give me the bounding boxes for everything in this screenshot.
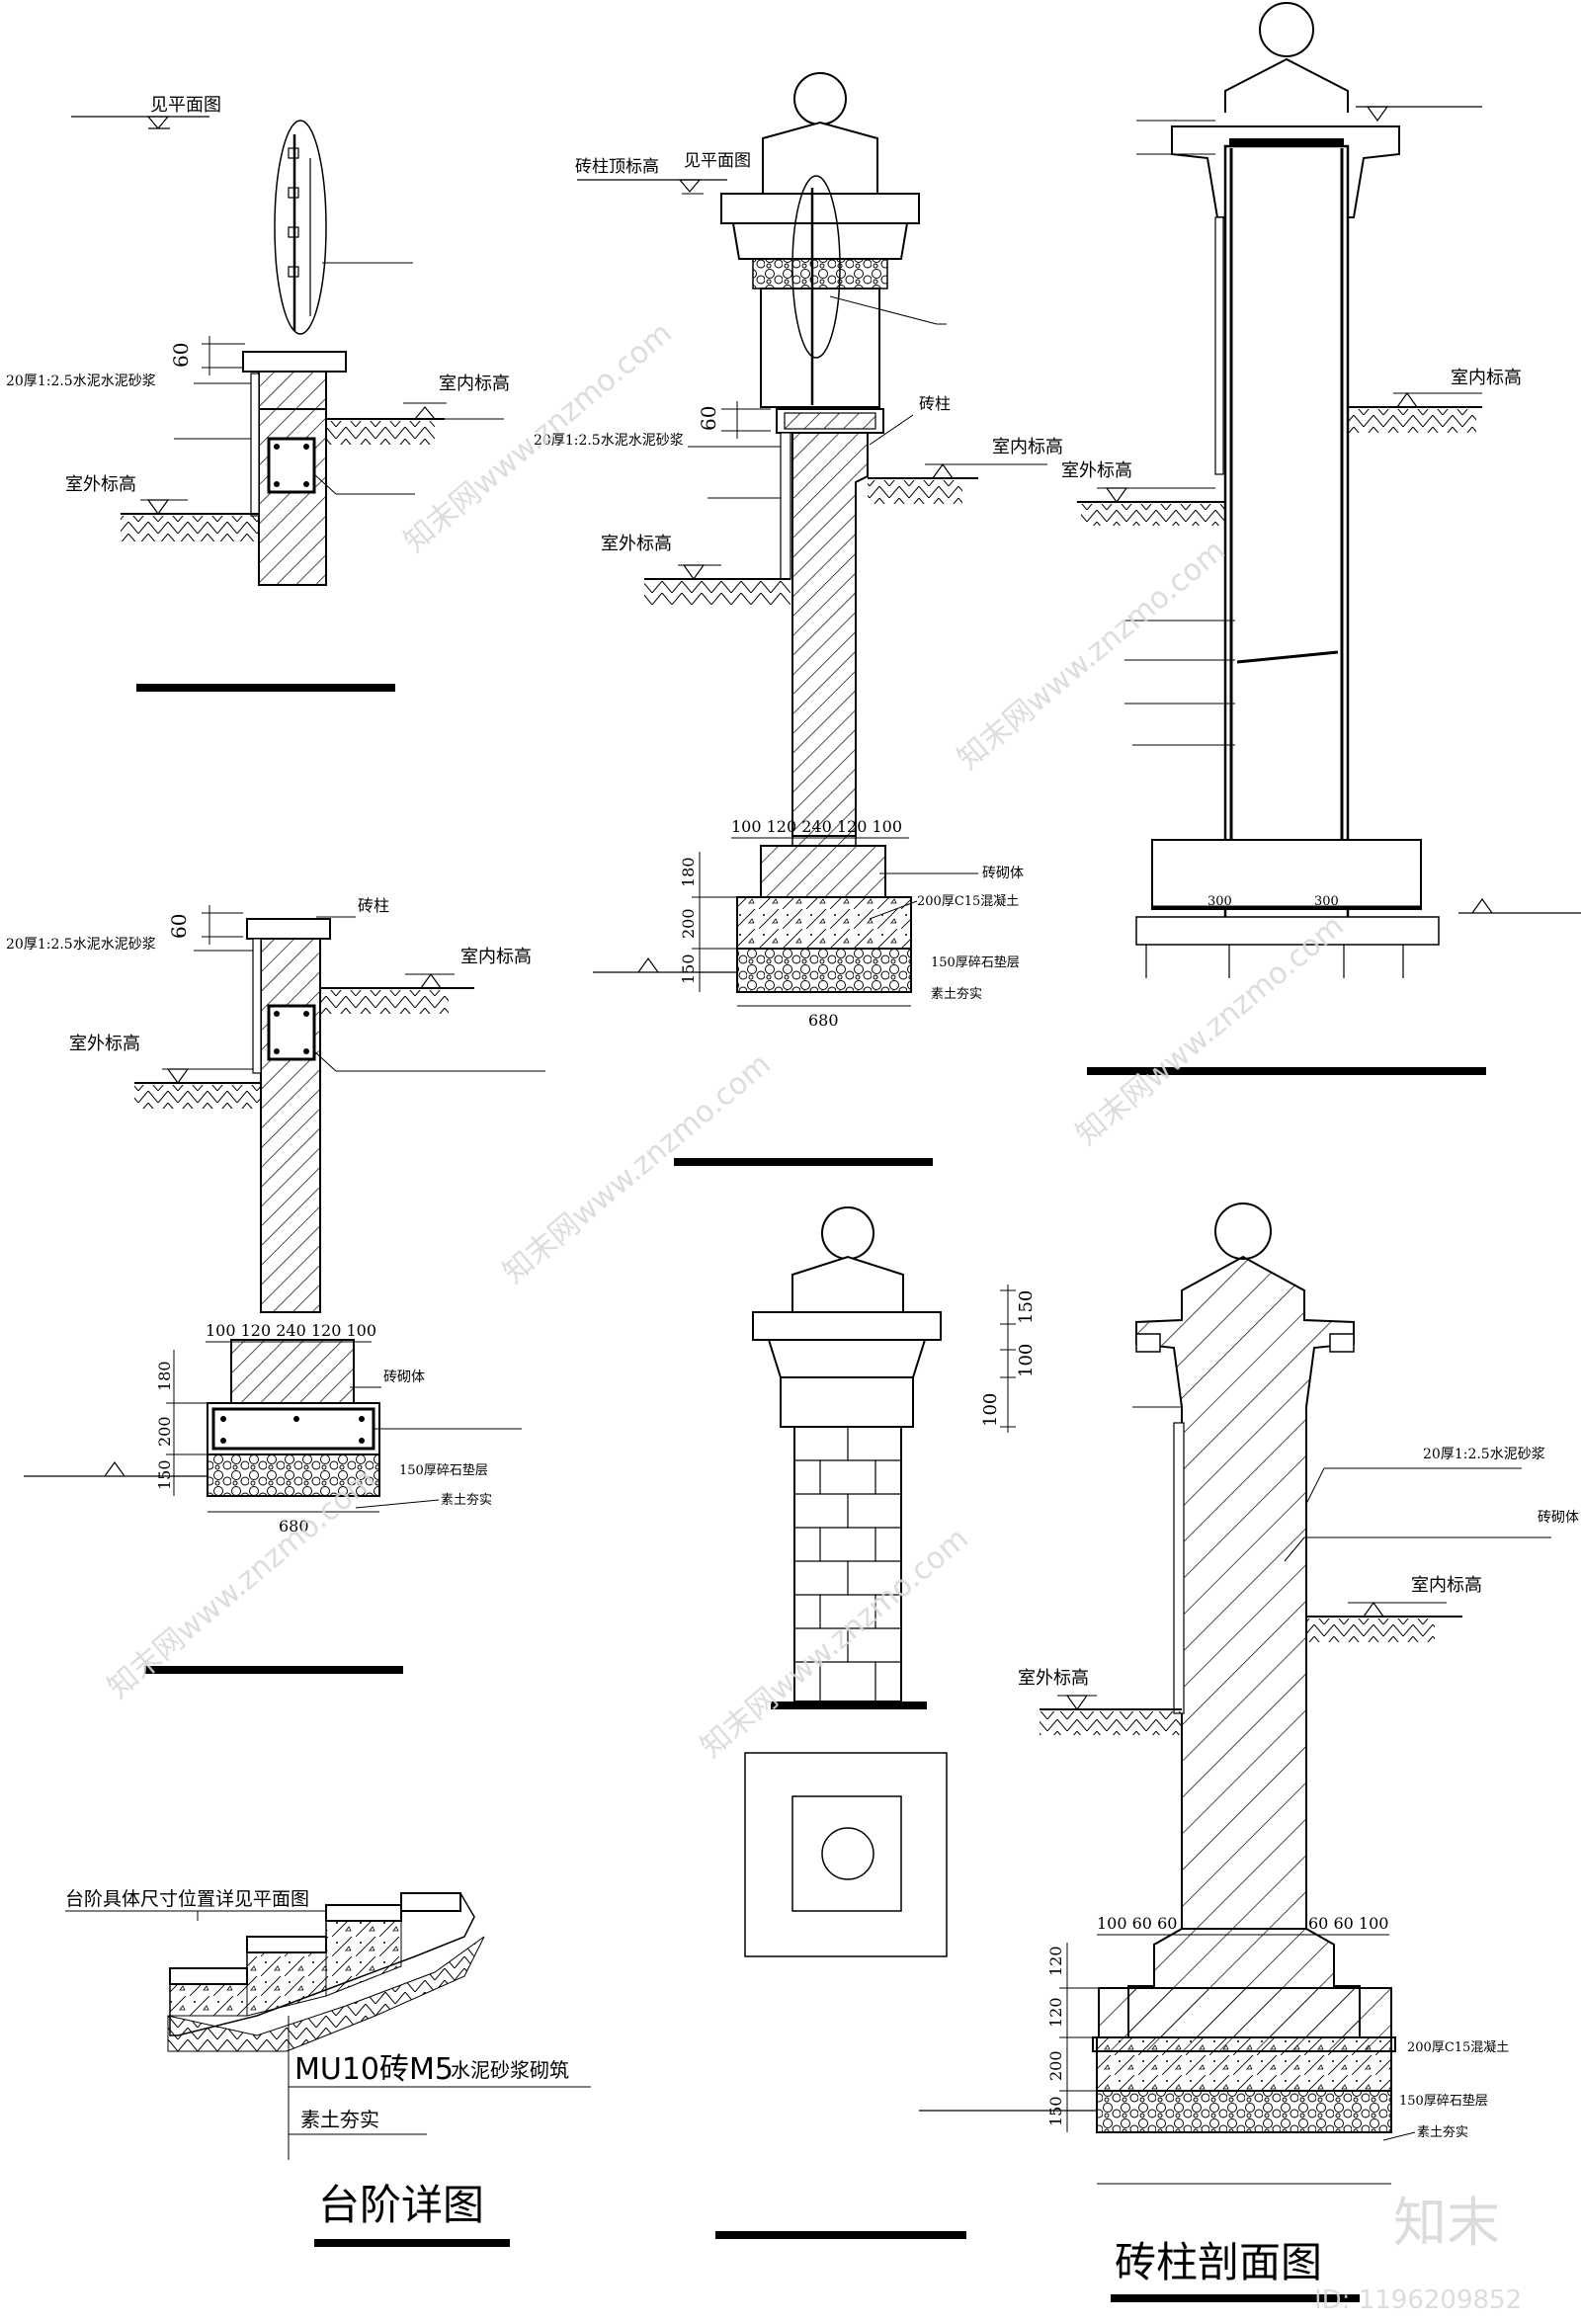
d200-4: 200 bbox=[155, 1416, 174, 1447]
step-soil: 素土夯实 bbox=[300, 2108, 379, 2131]
detail-5-column-elevation: 150 100 100 bbox=[715, 1206, 1037, 2239]
d120-7a: 120 bbox=[1046, 1946, 1065, 1976]
concrete-label-7: 200厚C15混凝土 bbox=[1407, 2039, 1509, 2055]
title-bar bbox=[136, 684, 395, 692]
brick-col-label: 砖柱 bbox=[919, 394, 951, 413]
see-plan-label-2: 见平面图 bbox=[684, 151, 751, 171]
title-bar-4 bbox=[144, 1666, 403, 1674]
dims-row-7a: 100 60 60 bbox=[1097, 1914, 1177, 1933]
soil-label: 素土夯实 bbox=[931, 987, 982, 1002]
watermark-site-3: 知末网www.znzmo.com bbox=[497, 1047, 778, 1290]
d150: 150 bbox=[679, 954, 698, 984]
step-detail: 台阶具体尺寸位置详见平面图 MU10砖M5 水泥砂浆砌筑 素土夯实 台阶详图 bbox=[65, 1888, 591, 2247]
gravel-label: 150厚碎石垫层 bbox=[931, 954, 1020, 970]
title-bar-7 bbox=[1111, 2294, 1360, 2302]
indoor-ground-3: 室内标高 bbox=[1348, 368, 1522, 433]
indoor-ground: 室内标高 bbox=[326, 374, 510, 445]
mortar-label-4: 20厚1:2.5水泥水泥砂浆 bbox=[6, 937, 156, 953]
indoor-label-4: 室内标高 bbox=[460, 947, 532, 967]
d100-5b: 100 bbox=[980, 1393, 1001, 1427]
step-title: 台阶详图 bbox=[318, 2181, 484, 2229]
mortar-label-2: 20厚1:2.5水泥水泥砂浆 bbox=[534, 433, 684, 449]
outdoor-ground-7: 室外标高 bbox=[1018, 1668, 1182, 1735]
soil-label-7: 素土夯实 bbox=[1417, 2125, 1468, 2140]
indoor-label-2: 室内标高 bbox=[992, 437, 1063, 457]
d180-4: 180 bbox=[155, 1361, 174, 1391]
d120-7b: 120 bbox=[1046, 1997, 1065, 2028]
outdoor-label-2: 室外标高 bbox=[601, 534, 672, 554]
elevation-marker: 见平面图 bbox=[71, 95, 221, 129]
outdoor-label-4: 室外标高 bbox=[69, 1034, 140, 1054]
detail-2-column-section: 砖柱顶标高 见平面图 60 砖柱 20厚1:2.5水泥水泥砂浆 室内标高 bbox=[534, 72, 1063, 1166]
soil-label-4: 素土夯实 bbox=[441, 1493, 492, 1508]
d180: 180 bbox=[679, 857, 698, 887]
outdoor-label-7: 室外标高 bbox=[1018, 1668, 1089, 1689]
outdoor-ground-3: 室外标高 bbox=[1061, 460, 1225, 526]
wall-section bbox=[258, 408, 327, 586]
step-mortar: 水泥砂浆砌筑 bbox=[451, 2058, 569, 2082]
detail-4-column-footing: 60 砖柱 20厚1:2.5水泥水泥砂浆 室内标高 室外标高 100 120 2… bbox=[6, 896, 545, 1674]
d680-4: 680 bbox=[279, 1517, 309, 1536]
d150-5: 150 bbox=[1016, 1290, 1037, 1324]
watermark-brand: 知末 bbox=[1393, 2192, 1500, 2254]
d150-7: 150 bbox=[1046, 2096, 1065, 2126]
indoor-label-3: 室内标高 bbox=[1451, 368, 1522, 388]
outdoor-label-3: 室外标高 bbox=[1061, 460, 1132, 481]
detail-3-hollow-column: 300 300 室内标高 室外标高 bbox=[1061, 2, 1581, 1075]
outdoor-ground-4: 室外标高 bbox=[69, 1034, 261, 1109]
indoor-ground-2: 室内标高 bbox=[868, 437, 1063, 504]
d150-4: 150 bbox=[155, 1459, 174, 1490]
watermark-id: ID: 1196209852 bbox=[1314, 2285, 1522, 2315]
d200-7: 200 bbox=[1046, 2050, 1065, 2081]
step-note: 台阶具体尺寸位置详见平面图 bbox=[65, 1888, 309, 1910]
mortar-label: 20厚1:2.5水泥水泥砂浆 bbox=[6, 374, 156, 389]
title-bar-3 bbox=[1087, 1067, 1486, 1075]
column-shaft bbox=[791, 432, 869, 837]
dim-60: 60 bbox=[169, 343, 193, 368]
step-material: MU10砖M5 bbox=[294, 2052, 454, 2087]
detail-7-brick-column-section: 20厚1:2.5水泥砂浆 砖砌体 室内标高 室外标高 100 60 60 60 … bbox=[919, 1203, 1579, 2302]
masonry-label-4: 砖砌体 bbox=[383, 1370, 425, 1385]
col-top-label: 砖柱顶标高 bbox=[575, 157, 659, 177]
mortar-label-7: 20厚1:2.5水泥砂浆 bbox=[1423, 1447, 1545, 1462]
gravel-label-4: 150厚碎石垫层 bbox=[399, 1462, 488, 1478]
title-bar-6 bbox=[314, 2239, 510, 2247]
d300-right: 300 bbox=[1314, 894, 1339, 909]
d300-left: 300 bbox=[1207, 894, 1232, 909]
outdoor-ground-2: 室外标高 bbox=[601, 534, 790, 605]
indoor-label: 室内标高 bbox=[439, 374, 510, 394]
rebar-callout bbox=[274, 120, 413, 335]
brick-shaft bbox=[793, 1426, 902, 1702]
section-title: 砖柱剖面图 bbox=[1115, 2238, 1322, 2286]
concrete-label: 200厚C15混凝土 bbox=[917, 893, 1019, 909]
column-top-marker: 砖柱顶标高 见平面图 bbox=[575, 151, 751, 195]
outdoor-ground: 室外标高 bbox=[65, 474, 259, 541]
d680: 680 bbox=[808, 1011, 839, 1030]
watermark-site-2: 知末网www.znzmo.com bbox=[952, 534, 1232, 777]
outdoor-label: 室外标高 bbox=[65, 474, 136, 495]
gravel-label-7: 150厚碎石垫层 bbox=[1399, 2093, 1488, 2109]
brick-col-label-4: 砖柱 bbox=[358, 896, 389, 915]
title-bar-5 bbox=[715, 2231, 966, 2239]
d100-5a: 100 bbox=[1016, 1344, 1037, 1377]
indoor-label-7: 室内标高 bbox=[1411, 1575, 1482, 1596]
title-bar-2 bbox=[674, 1158, 933, 1166]
column-body bbox=[1135, 1255, 1355, 1930]
see-plan-label: 见平面图 bbox=[150, 95, 221, 116]
dim-60-c: 60 bbox=[167, 914, 191, 939]
dims-row-7b: 60 60 100 bbox=[1308, 1914, 1388, 1933]
dims-row-2: 100 120 240 120 100 bbox=[731, 817, 902, 836]
column-plan bbox=[744, 1752, 948, 1957]
masonry-label: 砖砌体 bbox=[982, 866, 1024, 881]
masonry-label-7: 砖砌体 bbox=[1538, 1510, 1579, 1526]
detail-1-lintel: 见平面图 60 20厚1:2.5水泥水泥砂浆 bbox=[6, 95, 510, 692]
dimension-60: 60 bbox=[169, 336, 245, 375]
dims-row-4: 100 120 240 120 100 bbox=[206, 1321, 376, 1340]
dim-60-b: 60 bbox=[697, 406, 720, 431]
indoor-ground-4: 室内标高 bbox=[320, 947, 532, 1014]
indoor-ground-7: 室内标高 bbox=[1306, 1575, 1482, 1642]
d200: 200 bbox=[679, 908, 698, 939]
